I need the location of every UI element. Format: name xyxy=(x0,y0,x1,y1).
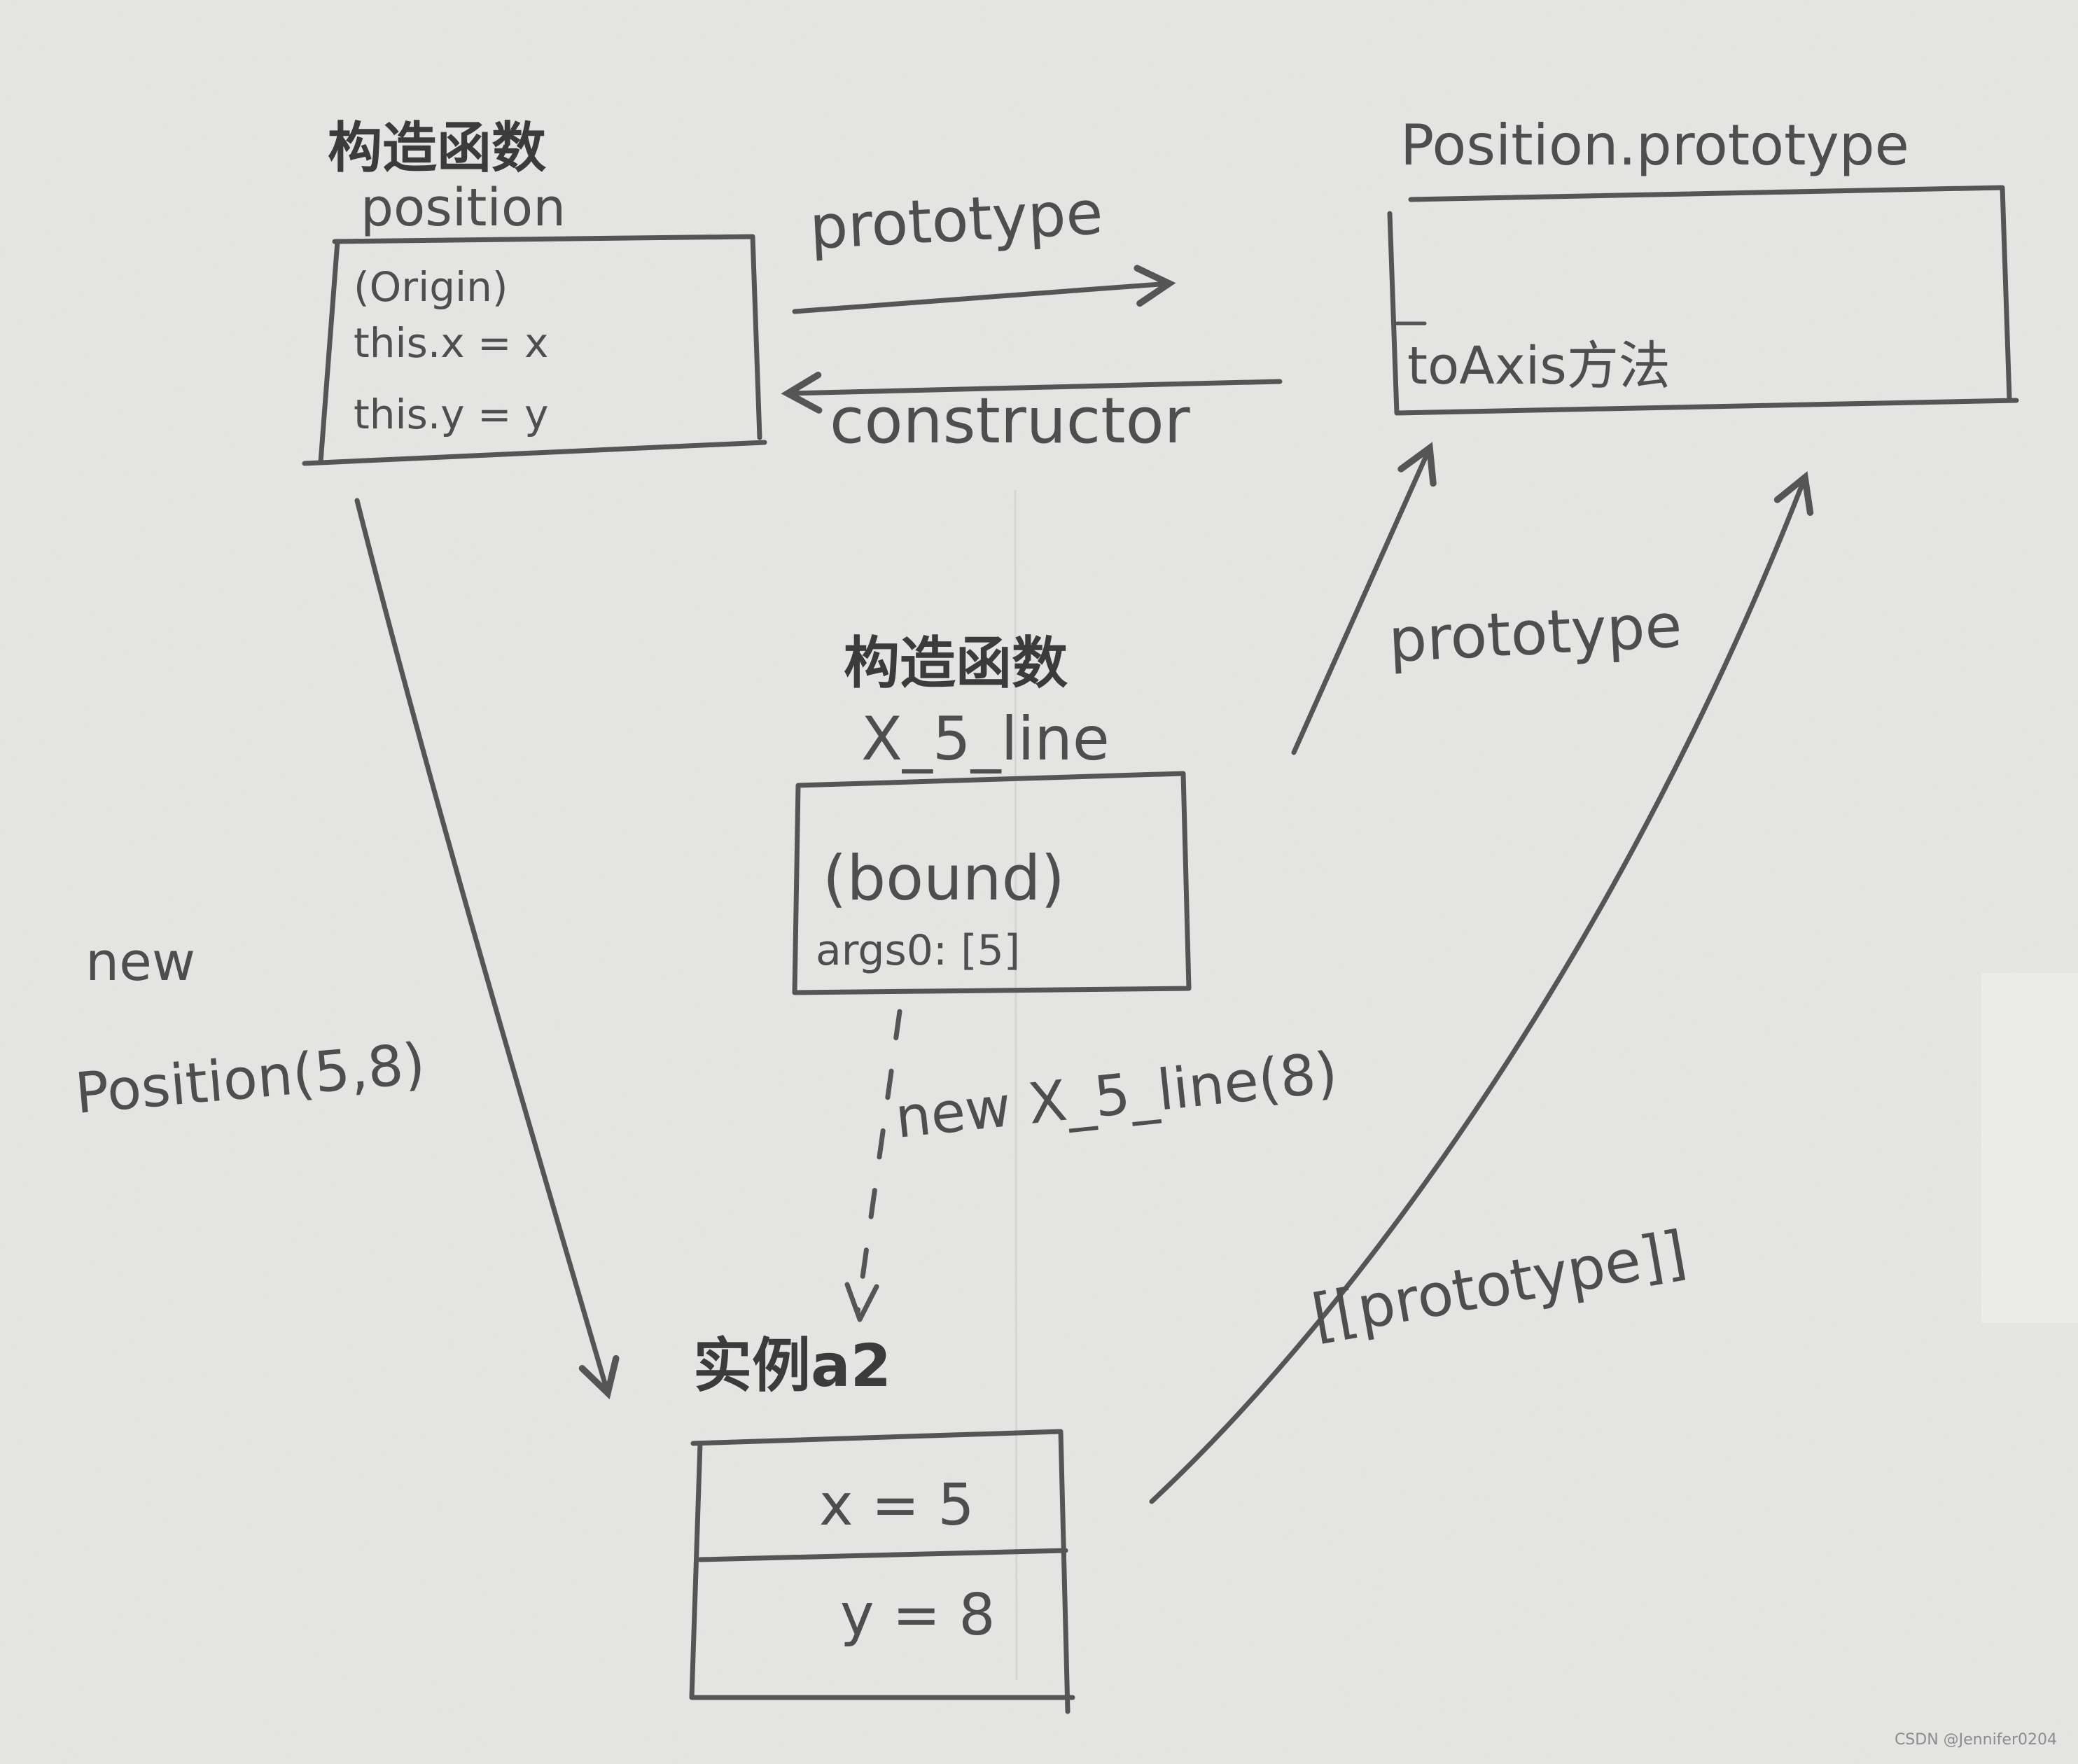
constructor-bound-node: 构造函数 X_5_line (bound) args0: [5] xyxy=(792,631,1192,995)
constructor-bound-name: X_5_line xyxy=(861,704,1110,774)
instance-title: 实例a2 xyxy=(693,1331,891,1400)
edge-bound-prototype-arrow xyxy=(1291,442,1437,755)
instance-row-2: y = 8 xyxy=(840,1582,996,1648)
paper-highlight xyxy=(1981,973,2078,1323)
edge-constructor-label: constructor xyxy=(830,384,1190,458)
instance-box-top-right xyxy=(690,1429,1071,1714)
prototype-box-top-right xyxy=(1408,185,2012,402)
edge-new-bound-dashed-line xyxy=(855,1009,902,1315)
edge-bound-prototype: prototype xyxy=(1291,442,1684,755)
watermark: CSDN @Jennifer0204 xyxy=(1894,1731,2057,1749)
constructor-position-box-left-bottom xyxy=(302,239,767,466)
instance-node: 实例a2 x = 5 y = 8 xyxy=(689,1331,1075,1714)
edge-new-position-arrow xyxy=(354,498,620,1400)
instance-box-divider xyxy=(697,1548,1068,1562)
paper-fold-line xyxy=(1014,489,1018,1681)
edge-constructor: constructor xyxy=(781,372,1283,458)
constructor-bound-line-1: (bound) xyxy=(823,842,1065,914)
edge-prototype-arrow xyxy=(792,265,1176,314)
instance-row-1: x = 5 xyxy=(819,1472,975,1539)
constructor-position-line-3: this.y = y xyxy=(354,391,548,438)
edge-bound-prototype-label: prototype xyxy=(1387,591,1684,676)
constructor-bound-heading: 构造函数 xyxy=(844,631,1068,696)
prototype-object-method: toAxis方法 xyxy=(1407,336,1671,396)
edge-new-position-label-line-1: new xyxy=(85,930,195,993)
edge-prototype-label: prototype xyxy=(808,178,1105,263)
constructor-position-line-2: this.x = x xyxy=(354,319,548,367)
constructor-position-heading: 构造函数 xyxy=(328,117,546,180)
edge-constructor-arrow xyxy=(781,372,1283,414)
edge-instance-proto-arrow xyxy=(1149,471,1814,1504)
constructor-bound-line-2: args0: [5] xyxy=(816,926,1020,975)
prototype-object-title: Position.prototype xyxy=(1400,113,1909,178)
constructor-bound-box xyxy=(792,771,1192,995)
constructor-position-box-top-right xyxy=(332,234,762,440)
constructor-position-name: position xyxy=(361,178,566,238)
instance-box-left-bottom xyxy=(689,1441,1075,1700)
edge-new-bound-arrowhead xyxy=(844,1282,879,1322)
prototype-object-node: Position.prototype toAxis方法 xyxy=(1387,113,2019,416)
constructor-position-line-1: (Origin) xyxy=(354,263,508,311)
edge-prototype: prototype xyxy=(792,178,1176,314)
prototype-box-left-bottom xyxy=(1387,211,2019,416)
constructor-position-node: 构造函数 position (Origin) this.x = x this.y… xyxy=(302,117,767,466)
